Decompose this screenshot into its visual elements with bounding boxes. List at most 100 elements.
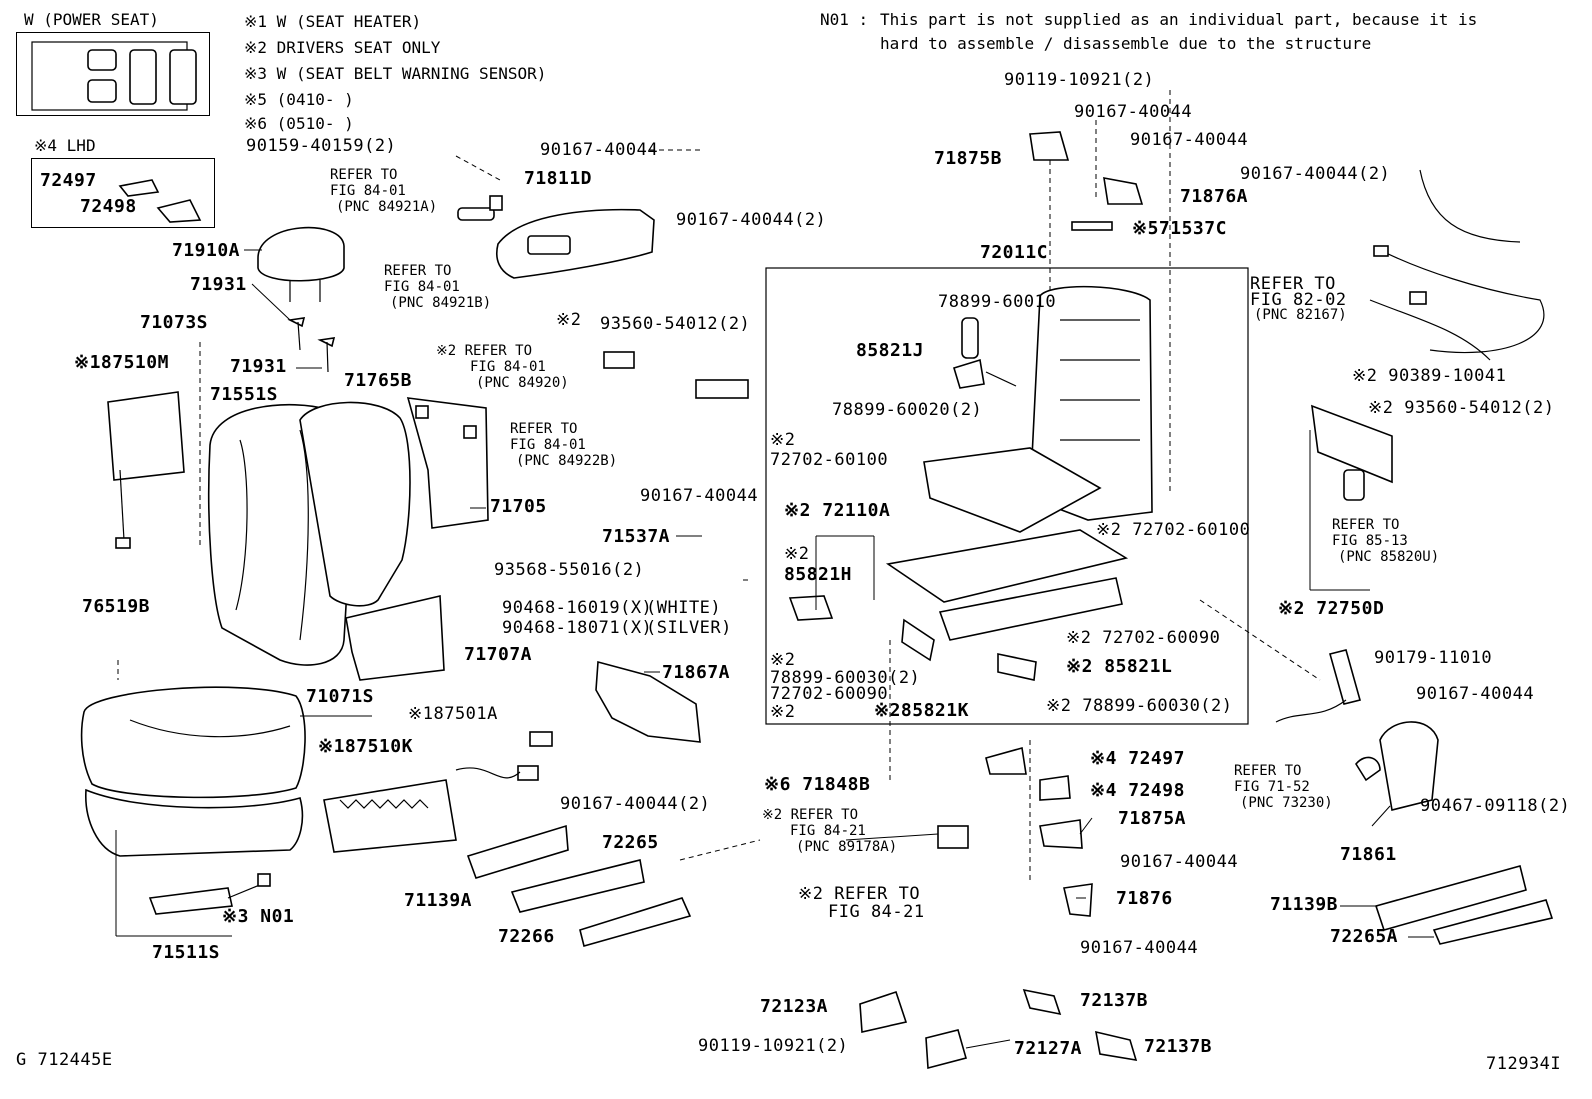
- part-label: 71861: [1340, 844, 1397, 865]
- part-label: 71875A: [1118, 808, 1187, 829]
- power-seat-title: W (POWER SEAT): [24, 10, 159, 29]
- rail-cover-72266: [579, 897, 692, 947]
- note-marker: ※2: [770, 702, 796, 722]
- side-cover-71861: [1355, 721, 1439, 811]
- refer-label: ※2 REFER TO: [762, 807, 859, 823]
- part-label: 76519B: [82, 596, 151, 617]
- part-label: 90179-11010: [1374, 648, 1493, 668]
- part-label: 71071S: [306, 686, 375, 707]
- part-label: 71139B: [1270, 894, 1339, 915]
- part-label: 72127A: [1014, 1038, 1083, 1059]
- refer-label: (PNC 73230): [1240, 795, 1333, 811]
- seat-cushion-cover: [80, 686, 306, 799]
- part-label: 90167-40044: [1120, 852, 1239, 872]
- part-label: ※4 72497: [1090, 748, 1185, 769]
- part-label: 71537A: [602, 526, 671, 547]
- part-label: 72137B: [1144, 1036, 1213, 1057]
- slide-motor: [788, 595, 834, 621]
- part-label: 71139A: [404, 890, 473, 911]
- note-2: ※2 DRIVERS SEAT ONLY: [244, 38, 441, 57]
- part-label: ※285821K: [874, 700, 969, 721]
- cushion-heater-mat: [323, 779, 457, 853]
- leg-covers: [859, 988, 1138, 1070]
- headrest: [257, 226, 345, 302]
- part-label: 71551S: [210, 384, 279, 405]
- part-label: 90167-40044: [1416, 684, 1535, 704]
- part-label: 90159-40159(2): [246, 136, 397, 156]
- part-label: (WHITE): [646, 598, 722, 618]
- note-5: ※5 (0410- ): [244, 90, 354, 109]
- power-seat-frame: [16, 32, 210, 116]
- part-label: 90167-40044(2): [676, 210, 827, 230]
- part-label: 93568-55016(2): [494, 560, 645, 580]
- center-bracket: [603, 351, 749, 399]
- part-label: 78899-60010: [938, 292, 1057, 312]
- refer-label: (PNC 84921B): [390, 295, 492, 311]
- lower-brackets: [985, 746, 1093, 917]
- part-label: 71705: [490, 496, 547, 517]
- part-label: ※2 93560-54012(2): [1368, 398, 1555, 418]
- part-label: ※2 90389-10041: [1352, 366, 1507, 386]
- part-label: 90468-18071(X): [502, 618, 653, 638]
- refer-label: FIG 84-21: [790, 823, 866, 839]
- part-label: ※187510M: [74, 352, 169, 373]
- refer-label: REFER TO: [1234, 763, 1302, 779]
- refer-label: FIG 84-01: [510, 437, 586, 453]
- part-label: 90167-40044: [1074, 102, 1193, 122]
- refer-label: FIG 84-01: [384, 279, 460, 295]
- refer-label: (PNC 89178A): [796, 839, 898, 855]
- top-covers: [1029, 131, 1144, 231]
- note-marker: ※2: [770, 430, 796, 450]
- note-marker: ※2: [784, 544, 810, 564]
- part-label: 90119-10921(2): [698, 1036, 849, 1056]
- figure-code-right: 712934I: [1486, 1054, 1562, 1074]
- part-label: 93560-54012(2): [600, 314, 751, 334]
- part-label: 90167-40044: [1130, 130, 1249, 150]
- part-label: 71073S: [140, 312, 209, 333]
- part-label: ※571537C: [1132, 218, 1227, 239]
- part-label: 71931: [230, 356, 287, 377]
- part-label: 71875B: [934, 148, 1003, 169]
- part-label: 72265: [602, 832, 659, 853]
- seat-cushion-pad: [85, 788, 304, 857]
- part-label: 72011C: [980, 242, 1049, 263]
- part-label: 72702-60090: [770, 684, 889, 704]
- refer-label: (PNC 84921A): [336, 199, 438, 215]
- part-label: ※4 72498: [1090, 780, 1185, 801]
- seatback-pad: [299, 401, 411, 607]
- refer-label: FIG 82-02: [1250, 290, 1347, 310]
- part-label: ※2 85821L: [1066, 656, 1173, 677]
- part-label: 72702-60100: [770, 450, 889, 470]
- refer-label: (PNC 84922B): [516, 453, 618, 469]
- part-label: (SILVER): [646, 618, 732, 638]
- part-label: 90119-10921(2): [1004, 70, 1155, 90]
- part-label: 90167-40044: [1080, 938, 1199, 958]
- part-label: 78899-60020(2): [832, 400, 983, 420]
- part-label: ※2 72750D: [1278, 598, 1385, 619]
- part-label: 72497: [40, 170, 97, 191]
- note-marker: ※2: [770, 650, 796, 670]
- part-label: 72137B: [1080, 990, 1149, 1011]
- refer-label: ※2 REFER TO: [798, 884, 921, 904]
- tilt-motor: [901, 618, 935, 662]
- power-seat-frame-box: [765, 267, 1249, 725]
- seatback-board: [406, 397, 489, 529]
- refer-label: REFER TO: [384, 263, 452, 279]
- part-label: 72123A: [760, 996, 829, 1017]
- seatbelt-buckle: [1275, 649, 1361, 723]
- refer-label: REFER TO: [1332, 517, 1400, 533]
- part-label: 85821J: [856, 340, 925, 361]
- seatback-heater-mat: [107, 391, 185, 549]
- refer-label: REFER TO: [330, 167, 398, 183]
- part-label: 90167-40044(2): [560, 794, 711, 814]
- refer-label: FIG 84-21: [828, 902, 925, 922]
- part-label: 71876: [1116, 888, 1173, 909]
- part-label: ※187501A: [408, 704, 498, 724]
- part-label: 90167-40044: [640, 486, 759, 506]
- refer-label: FIG 71-52: [1234, 779, 1310, 795]
- seatback-lower-mat: [345, 595, 445, 681]
- part-label: 78899-60030(2): [770, 668, 921, 688]
- rail-cover-72265a: [1432, 899, 1554, 945]
- refer-label: (PNC 84920): [476, 375, 569, 391]
